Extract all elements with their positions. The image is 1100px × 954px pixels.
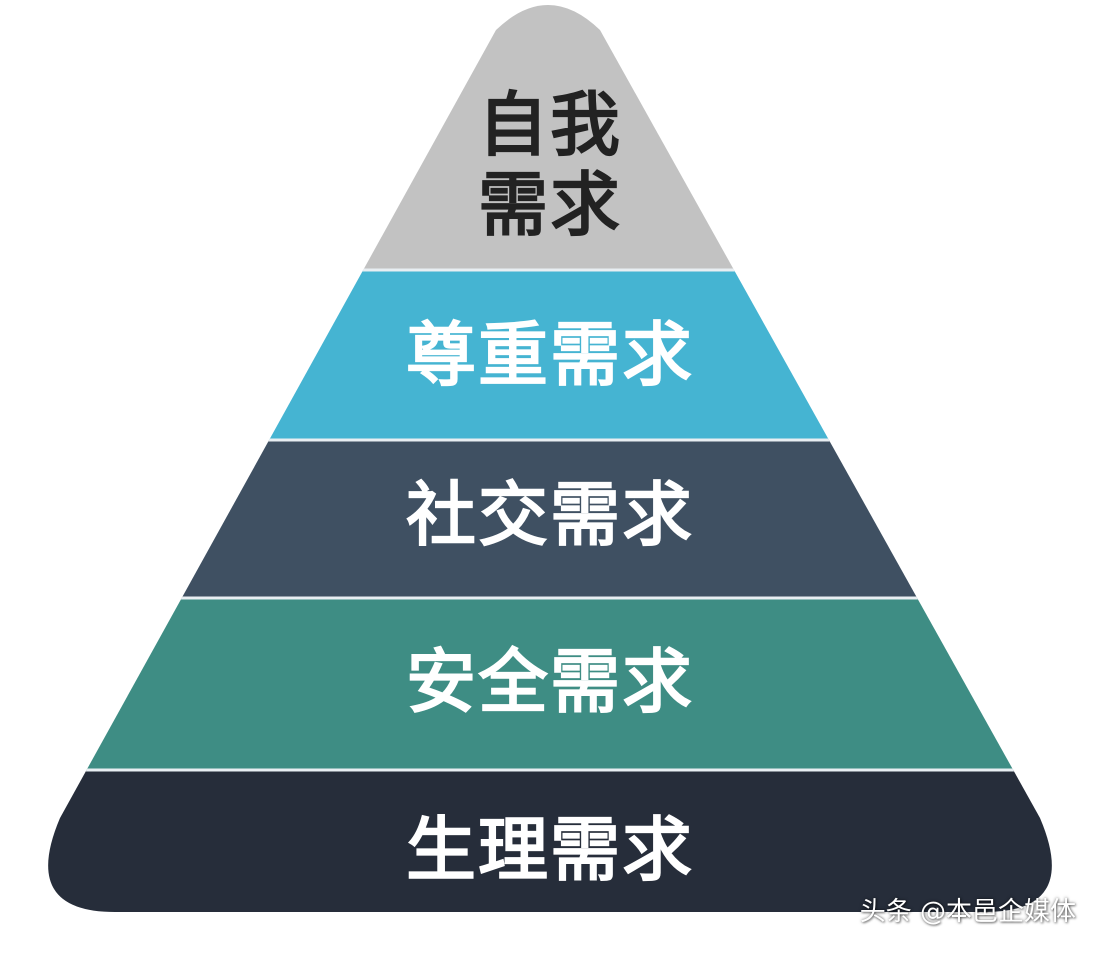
watermark: 头条 @本邑企媒体: [859, 897, 1076, 927]
tier-label-esteem: 尊重需求: [406, 314, 694, 396]
tier-label-social: 社交需求: [406, 474, 694, 556]
tier-label-self-line1: 自我: [478, 84, 622, 166]
tier-label-physiological: 生理需求: [406, 809, 694, 891]
tier-safety: [48, 598, 1052, 770]
tier-label-self-line2: 需求: [478, 164, 622, 246]
tier-physiological: [48, 770, 1052, 912]
tier-label-safety: 安全需求: [406, 641, 694, 723]
